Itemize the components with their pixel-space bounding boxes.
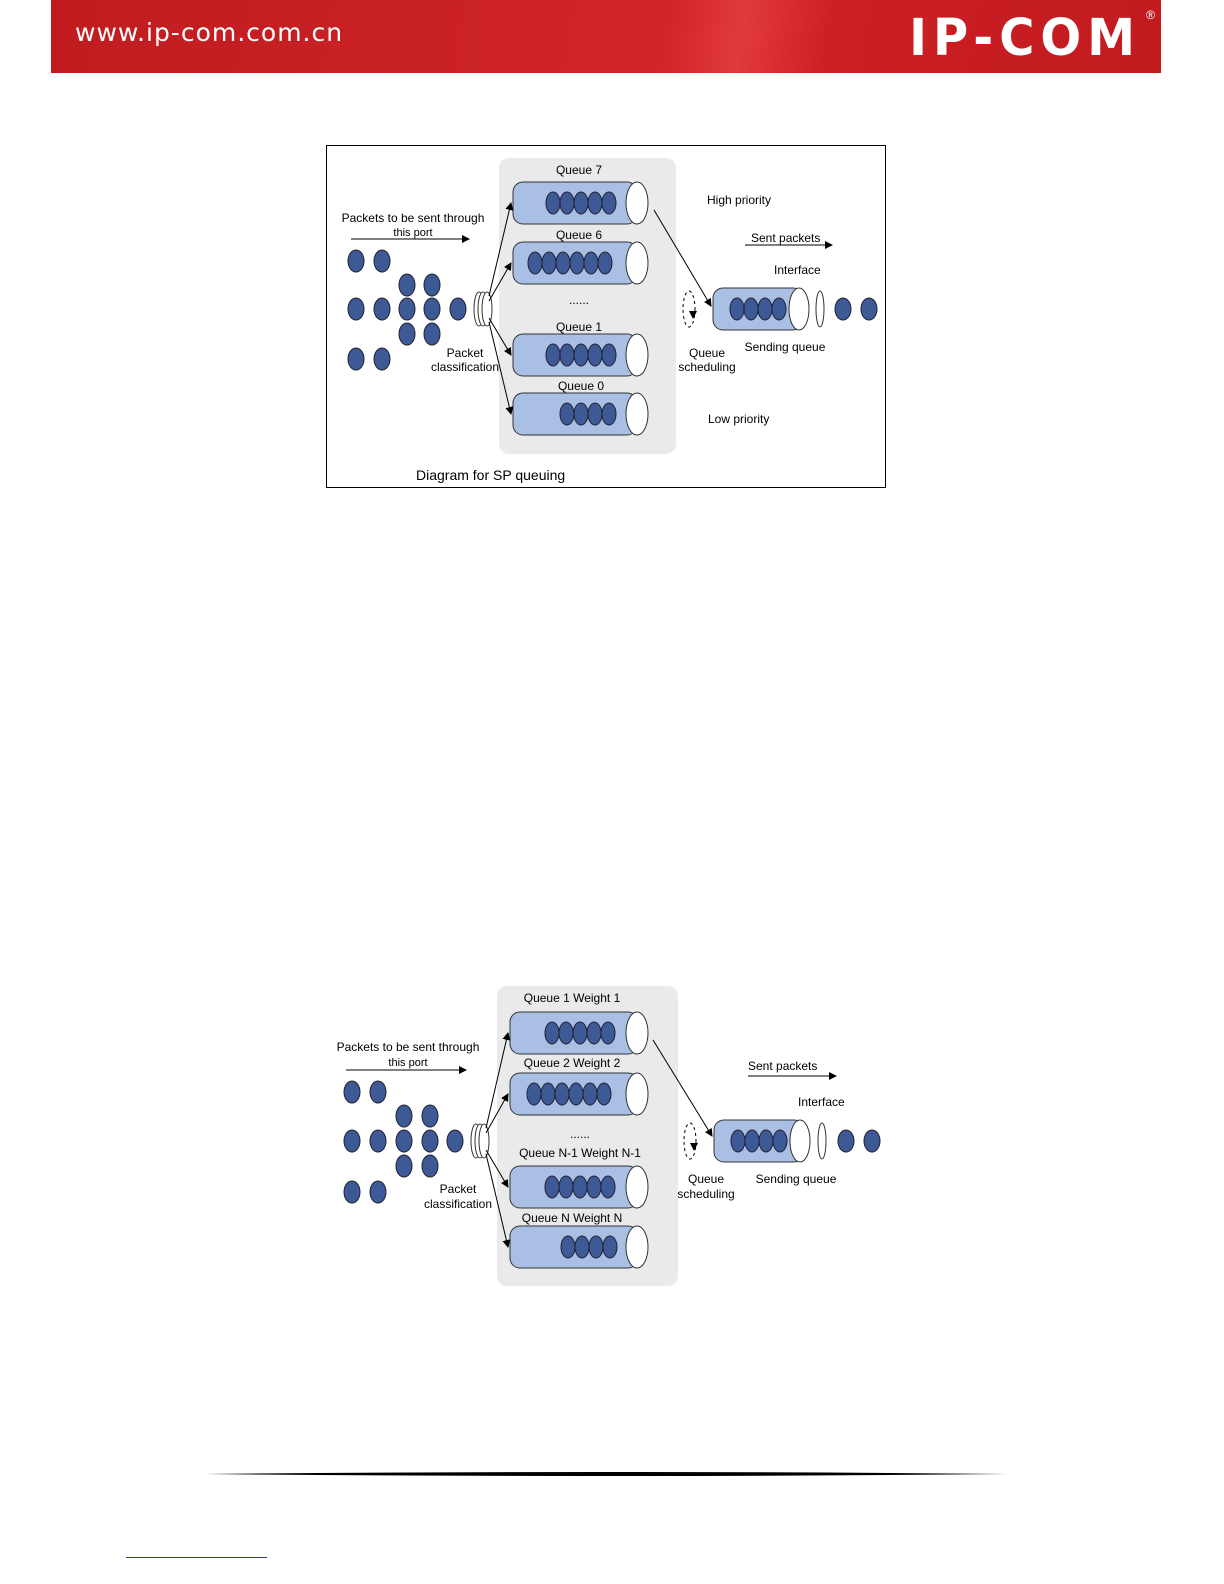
queue-6-cylinder [512, 241, 649, 285]
queue-ellipsis: ...... [569, 293, 589, 307]
packet-classification-line2: classification [431, 360, 499, 374]
classification-arrows-2 [346, 1032, 837, 1248]
sp-queuing-svg: Queue 7 Queue 6 ...... Queue 1 Queue 0 P… [342, 158, 878, 483]
input-label-line1: Packets to be sent through [342, 211, 485, 225]
input-packets [347, 249, 467, 371]
footer-link-underline[interactable] [126, 1557, 267, 1558]
input-label-2-line2: this port [388, 1057, 427, 1069]
wrr-queuing-svg: Queue 1 Weight 1 Queue 2 Weight 2 ......… [337, 986, 881, 1286]
scheduling-icon-2 [683, 1122, 698, 1160]
queue-scheduling-2-line2: scheduling [677, 1187, 734, 1201]
queue-2-weight-label: Queue 2 Weight 2 [524, 1056, 621, 1070]
queue-n-weight-label: Queue N Weight N [522, 1211, 623, 1225]
registered-mark: ® [1146, 8, 1155, 22]
queue-0-cylinder [512, 392, 649, 436]
wrr-queuing-diagram: Queue 1 Weight 1 Queue 2 Weight 2 ......… [326, 978, 896, 1298]
queue-scheduling-line2: scheduling [678, 360, 735, 374]
classifier-icon [473, 291, 493, 327]
input-label-2-line1: Packets to be sent through [337, 1040, 480, 1054]
queue-1-label: Queue 1 [556, 320, 602, 334]
sending-queue-cylinder [712, 287, 878, 331]
scheduling-icon [682, 290, 697, 328]
queue-1-weight-label: Queue 1 Weight 1 [524, 991, 621, 1005]
queue-n-1-weight-label: Queue N-1 Weight N-1 [519, 1146, 641, 1160]
classifier-icon-2 [470, 1123, 490, 1159]
interface-label-2: Interface [798, 1095, 845, 1109]
queue-panel [499, 158, 676, 454]
ip-com-logo: IP-COM [909, 8, 1141, 68]
queue-1-cylinder [512, 333, 649, 377]
packet-classification-line1: Packet [447, 346, 484, 360]
sent-packets-label-2: Sent packets [748, 1059, 817, 1073]
packet-classification-2-line2: classification [424, 1197, 492, 1211]
queue-0-label: Queue 0 [558, 379, 604, 393]
queue-scheduling-line1: Queue [689, 346, 725, 360]
queue-0-packets [559, 402, 617, 426]
queue-7-packets [545, 191, 617, 215]
high-priority-label: High priority [707, 193, 771, 207]
queue-n-1-weight-cylinder [509, 1165, 649, 1209]
sending-queue-cylinder-2 [713, 1119, 881, 1163]
sp-queuing-diagram: Queue 7 Queue 6 ...... Queue 1 Queue 0 P… [326, 145, 886, 488]
footer-rule [205, 1472, 1007, 1476]
queue-1-weight-cylinder [509, 1011, 649, 1055]
queue-n-weight-cylinder [509, 1225, 649, 1269]
queue-2-weight-cylinder [509, 1072, 649, 1116]
queue-scheduling-2-line1: Queue [688, 1172, 724, 1186]
input-label-line2: this port [393, 227, 432, 239]
queue-7-label: Queue 7 [556, 163, 602, 177]
website-url: www.ip-com.com.cn [75, 18, 344, 47]
queue-6-packets [527, 251, 613, 275]
low-priority-label: Low priority [708, 412, 769, 426]
sent-packets-label: Sent packets [751, 231, 820, 245]
figure-caption: Diagram for SP queuing [416, 467, 565, 483]
queue-6-label: Queue 6 [556, 228, 602, 242]
queue-7-cylinder [512, 181, 649, 225]
sending-queue-label: Sending queue [745, 340, 826, 354]
queue-ellipsis-2: ...... [570, 1127, 590, 1141]
classification-arrows [351, 202, 833, 415]
sending-queue-label-2: Sending queue [756, 1172, 837, 1186]
header-banner: www.ip-com.com.cn IP-COM ® [51, 0, 1161, 73]
packet-classification-2-line1: Packet [440, 1182, 477, 1196]
interface-label: Interface [774, 263, 821, 277]
queue-1-packets [545, 343, 617, 367]
queue-panel-2 [497, 986, 678, 1286]
input-packets-2 [343, 1080, 464, 1204]
